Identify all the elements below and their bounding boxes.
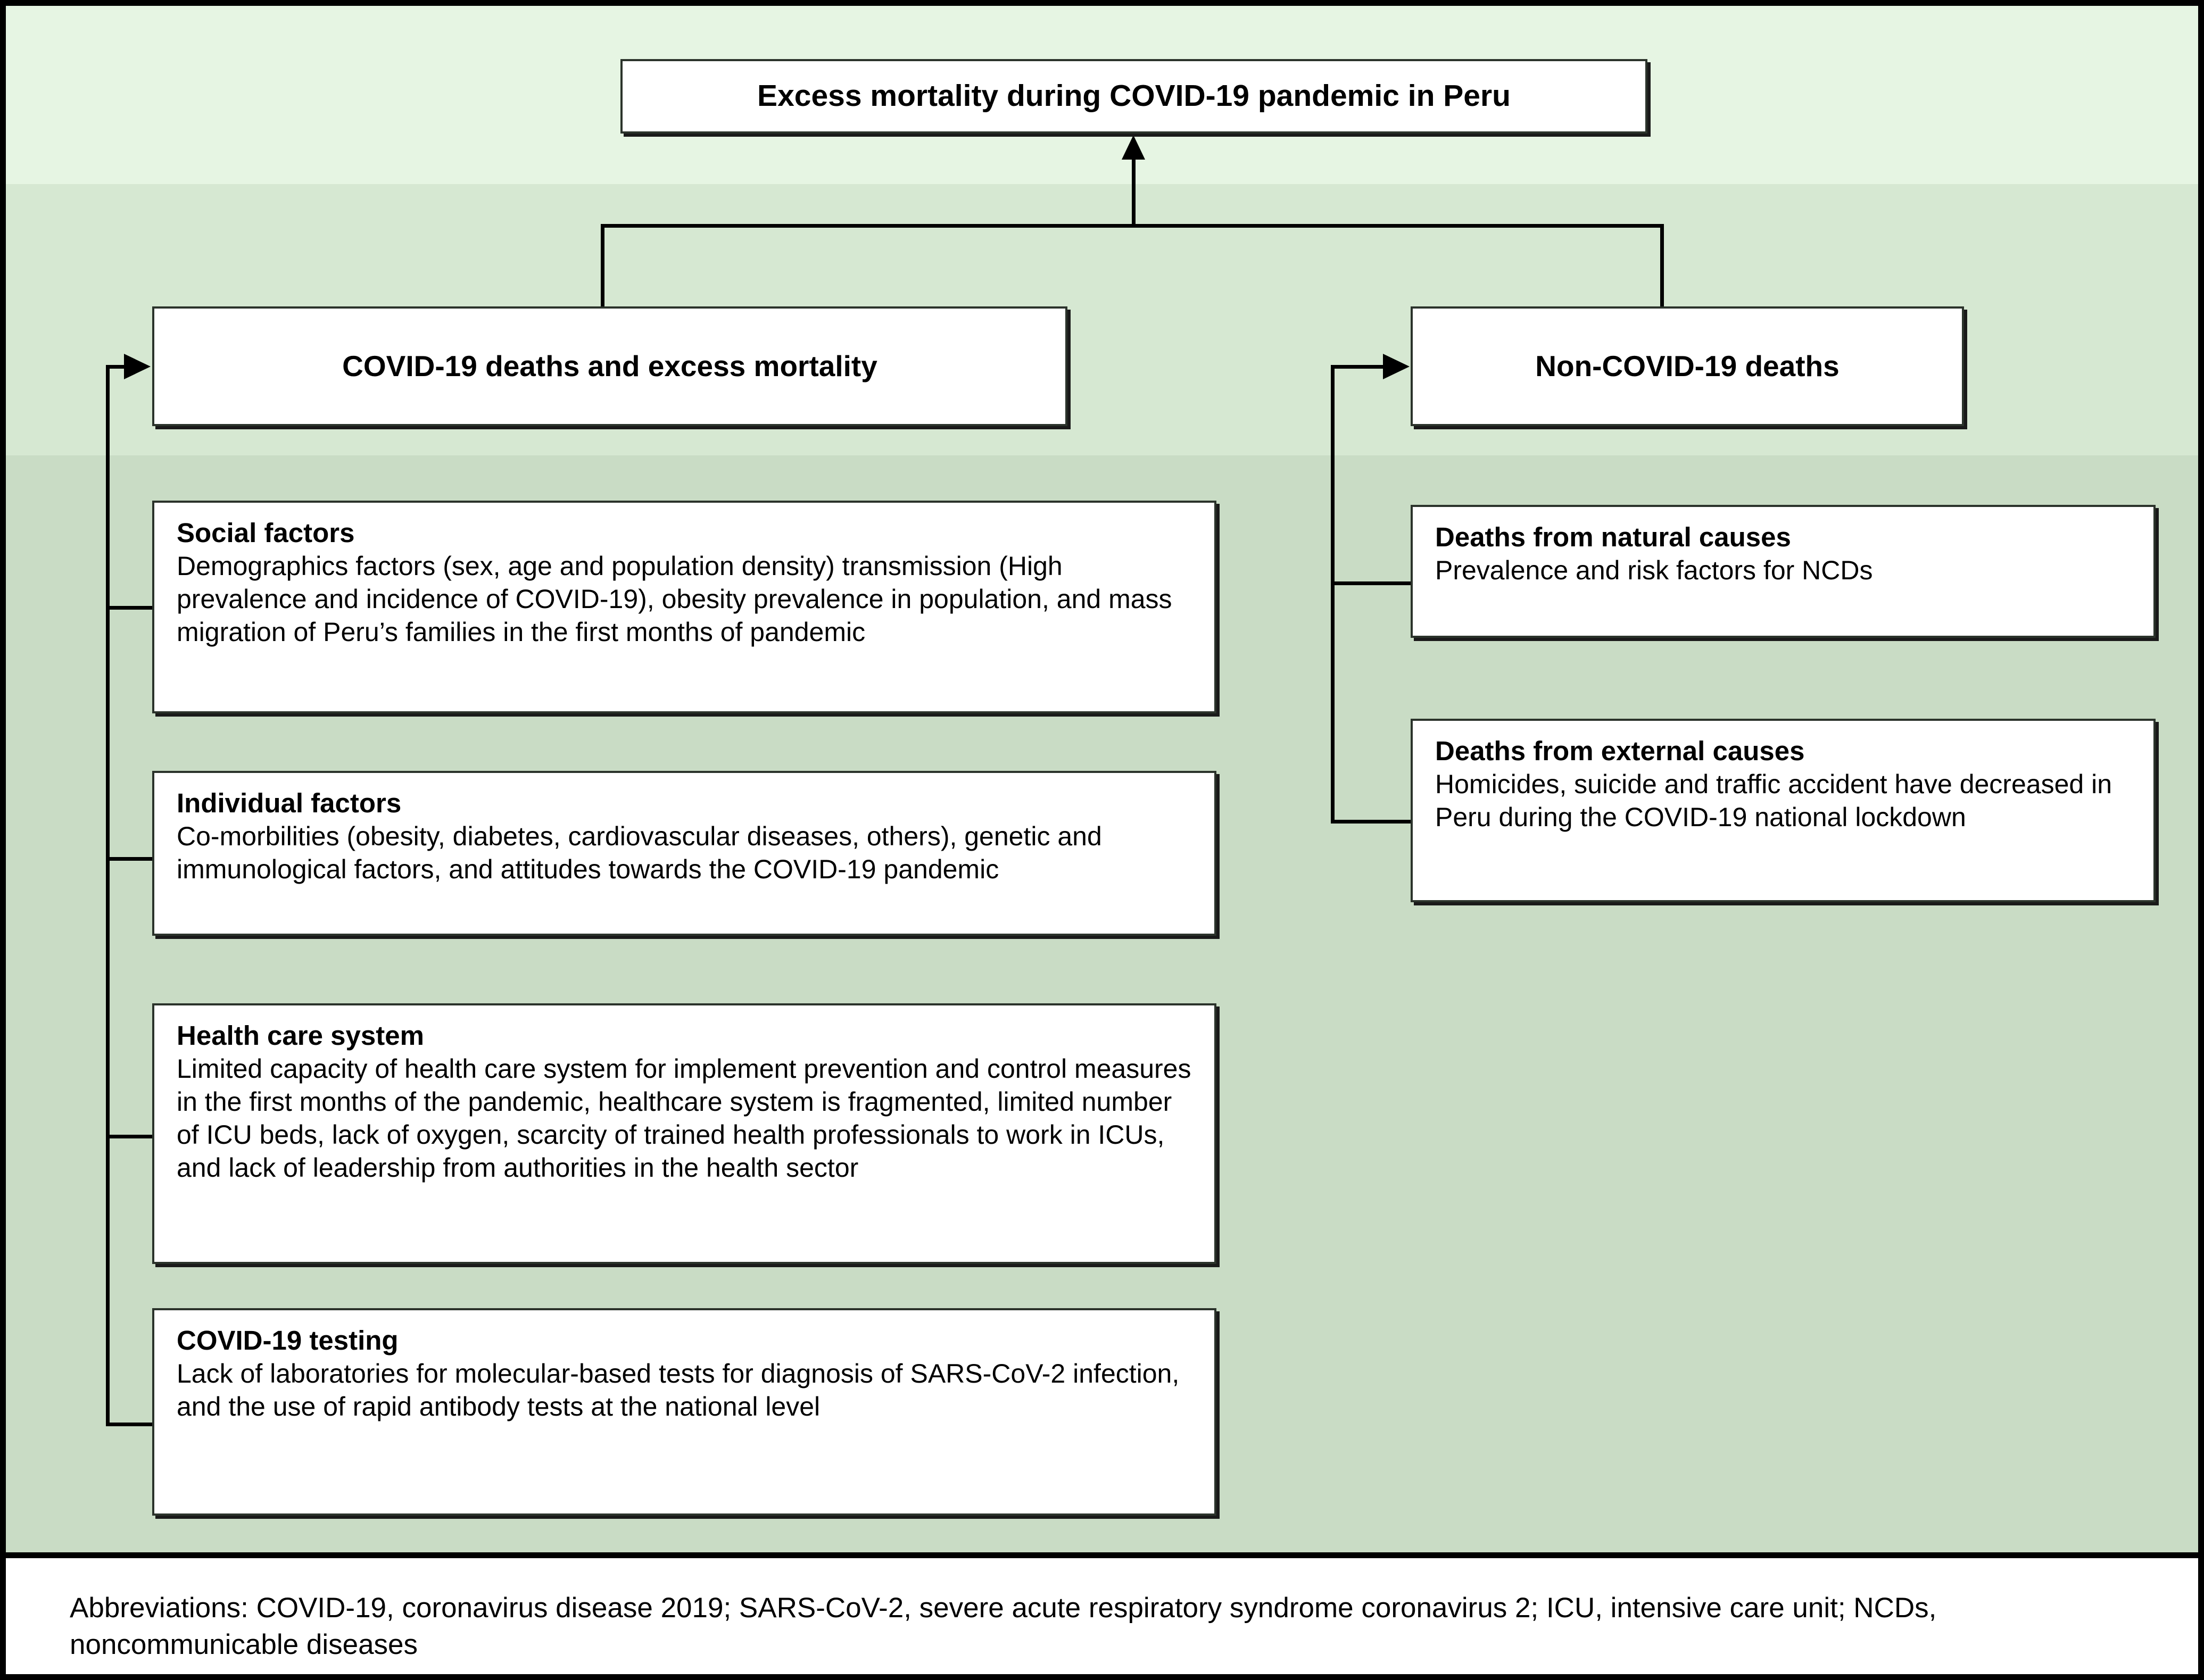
node-social-factors-title: Social factors <box>177 518 355 548</box>
node-health-care-system-body: Limited capacity of health care system f… <box>177 1054 1191 1183</box>
connector-left-branch-health <box>106 1135 155 1138</box>
node-covid-testing-body: Lack of laboratories for molecular-based… <box>177 1359 1180 1422</box>
abbreviations-footnote: Abbreviations: COVID-19, coronavirus dis… <box>70 1592 1937 1660</box>
connector-right-branch-external <box>1331 820 1413 824</box>
node-covid-deaths-title: COVID-19 deaths and excess mortality <box>342 349 877 382</box>
connector-left-branch-testing <box>106 1423 155 1426</box>
node-deaths-natural-causes-title: Deaths from natural causes <box>1435 522 1791 552</box>
connector-left-branch-individual <box>106 857 155 861</box>
connector-right-spine <box>1331 365 1335 824</box>
node-social-factors-body: Demographics factors (sex, age and popul… <box>177 551 1172 647</box>
node-root-title: Excess mortality during COVID-19 pandemi… <box>757 79 1511 113</box>
node-deaths-external-causes[interactable]: Deaths from external causes Homicides, s… <box>1411 719 2156 902</box>
node-root-excess-mortality[interactable]: Excess mortality during COVID-19 pandemi… <box>620 59 1647 134</box>
connector-drop-right <box>1660 224 1664 308</box>
node-social-factors[interactable]: Social factors Demographics factors (sex… <box>152 501 1216 713</box>
connector-left-arrow-stem <box>106 365 128 369</box>
connector-drop-left <box>601 224 604 308</box>
node-individual-factors-body: Co-morbilities (obesity, diabetes, cardi… <box>177 821 1102 885</box>
node-individual-factors[interactable]: Individual factors Co-morbilities (obesi… <box>152 771 1216 936</box>
connector-distributor-bar <box>601 224 1664 228</box>
node-deaths-external-causes-title: Deaths from external causes <box>1435 736 1805 766</box>
node-deaths-natural-causes[interactable]: Deaths from natural causes Prevalence an… <box>1411 505 2156 638</box>
arrow-right-icon-left <box>124 354 151 379</box>
node-deaths-external-causes-body: Homicides, suicide and traffic accident … <box>1435 769 2112 833</box>
node-non-covid-deaths-title: Non-COVID-19 deaths <box>1535 349 1840 382</box>
node-health-care-system-title: Health care system <box>177 1020 424 1051</box>
connector-left-spine <box>106 365 110 1426</box>
footnote-band: Abbreviations: COVID-19, coronavirus dis… <box>6 1552 2198 1674</box>
node-covid-testing[interactable]: COVID-19 testing Lack of laboratories fo… <box>152 1308 1216 1516</box>
node-non-covid-deaths[interactable]: Non-COVID-19 deaths <box>1411 306 1964 426</box>
node-health-care-system[interactable]: Health care system Limited capacity of h… <box>152 1003 1216 1264</box>
connector-right-branch-natural <box>1331 581 1413 585</box>
connector-right-arrow-stem <box>1331 365 1387 369</box>
connector-root-stem <box>1132 158 1136 226</box>
node-covid-deaths[interactable]: COVID-19 deaths and excess mortality <box>152 306 1067 426</box>
connector-left-branch-social <box>106 606 155 610</box>
node-covid-testing-title: COVID-19 testing <box>177 1325 399 1355</box>
node-individual-factors-title: Individual factors <box>177 788 402 818</box>
node-deaths-natural-causes-body: Prevalence and risk factors for NCDs <box>1435 555 1873 586</box>
arrow-right-icon-right <box>1383 354 1410 379</box>
arrow-up-icon <box>1122 135 1145 160</box>
